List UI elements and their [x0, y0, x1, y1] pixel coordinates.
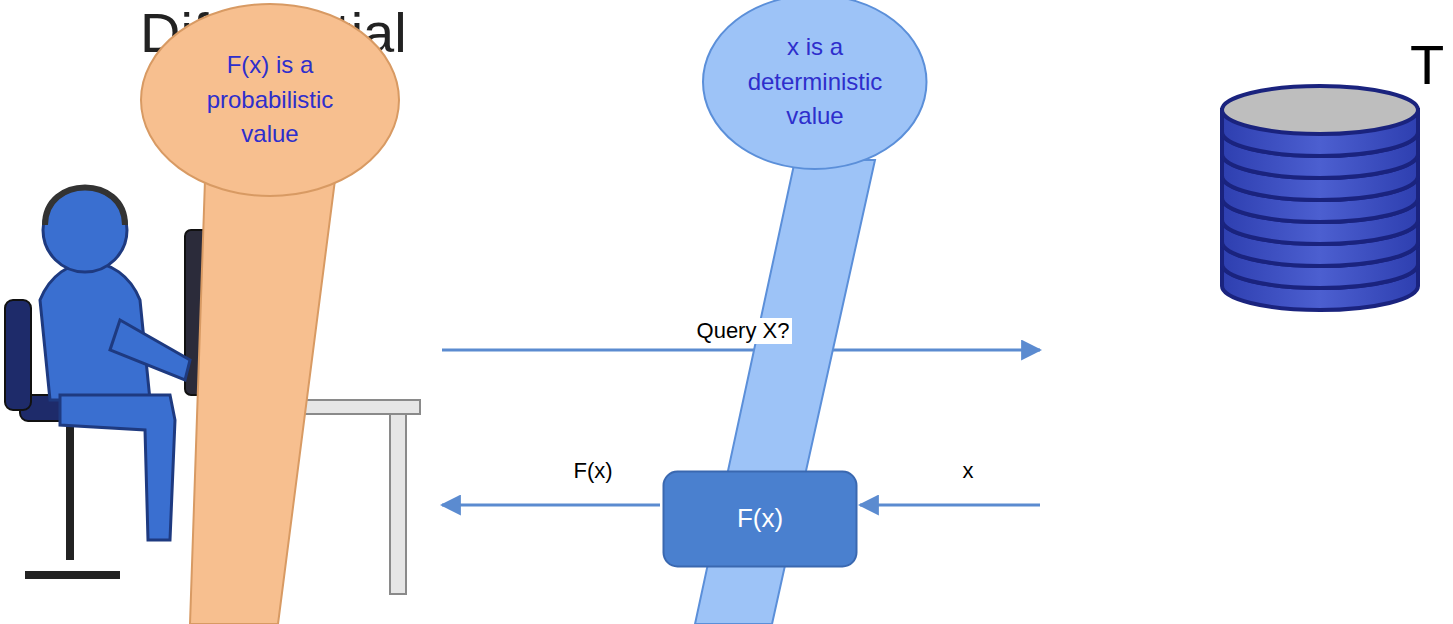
database-illustration	[1222, 86, 1418, 310]
slide-title-fragment: T	[1410, 32, 1444, 97]
arrow-label: x	[960, 458, 977, 484]
callout-bubble: F(x) is a probabilistic value	[139, 2, 401, 198]
node-text: x is a deterministic value	[740, 30, 890, 134]
node-text: F(x) is a probabilistic value	[185, 48, 355, 152]
chair-base	[25, 571, 120, 579]
chair-back	[5, 300, 31, 410]
person-head	[43, 188, 127, 272]
desk-leg	[390, 414, 406, 594]
headset	[45, 188, 125, 226]
callout-tail	[190, 180, 335, 624]
person-legs	[60, 395, 175, 540]
arrow-label: F(x)	[570, 458, 615, 484]
arrow-label: Query X?	[694, 318, 793, 344]
mechanism-box: F(x)	[662, 470, 858, 568]
chair-post	[66, 421, 74, 560]
node-text: F(x)	[685, 500, 835, 538]
callout-bubble: x is a deterministic value	[701, 0, 929, 171]
query-arrow	[442, 349, 1040, 352]
value-arrow	[860, 504, 1040, 507]
person-arm	[110, 320, 190, 380]
database-disk-top	[1222, 86, 1418, 134]
result-arrow	[442, 504, 660, 507]
